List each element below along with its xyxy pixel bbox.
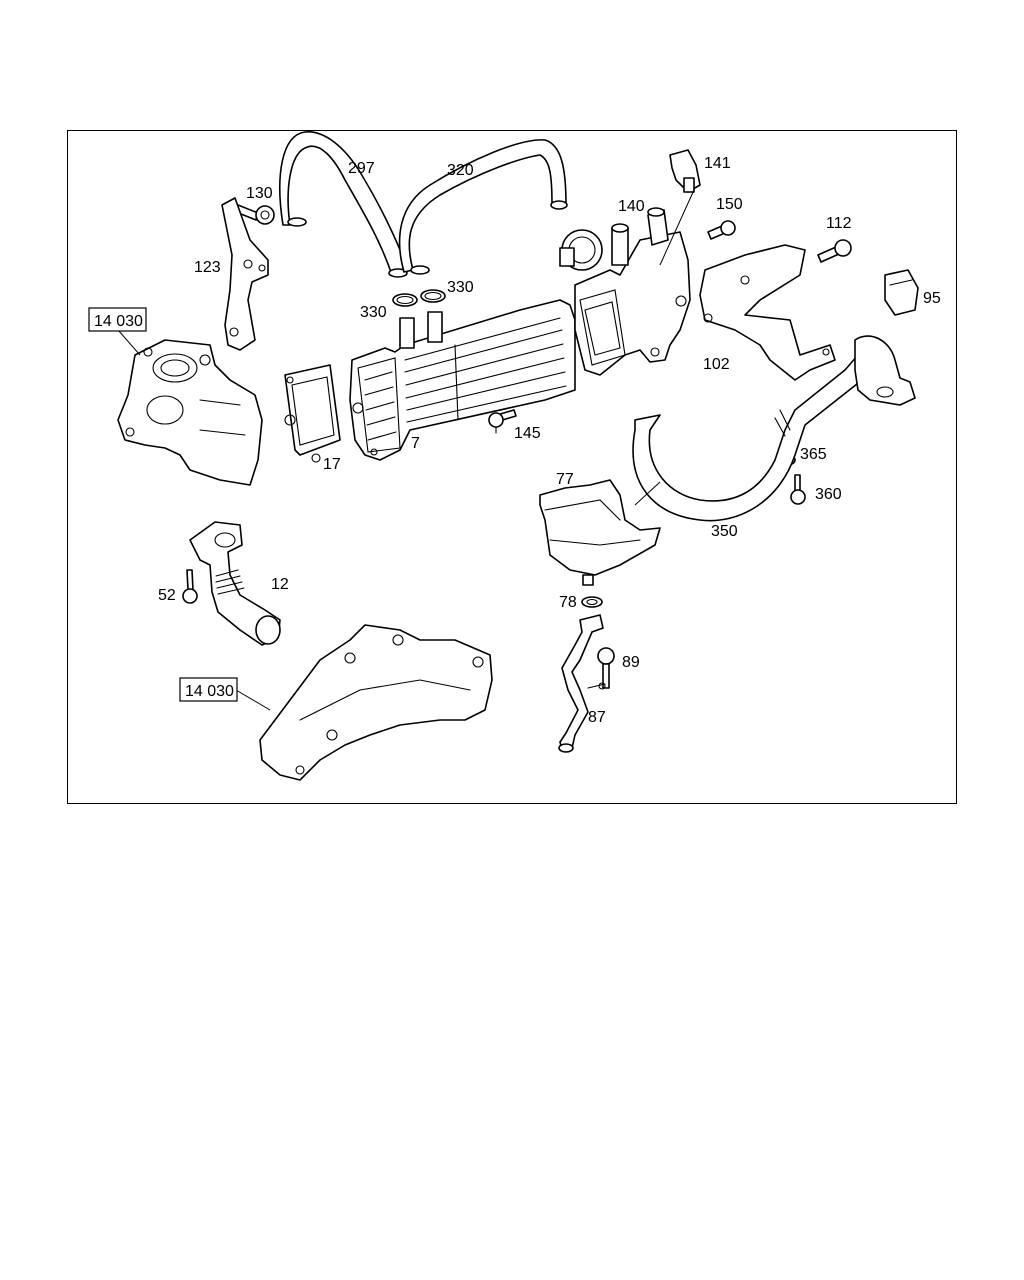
label-297: 297 <box>348 160 375 177</box>
label-140: 140 <box>618 198 645 215</box>
label-7: 7 <box>411 435 420 452</box>
label-350: 350 <box>711 523 738 540</box>
label-141: 141 <box>704 155 731 172</box>
ref-box-bottom-label: 14 030 <box>185 683 234 700</box>
line-87 <box>558 614 606 753</box>
label-12: 12 <box>271 576 289 593</box>
hose-297 <box>279 131 409 278</box>
ref-box-top-label: 14 030 <box>94 313 143 330</box>
egr-cooler-7 <box>349 299 576 461</box>
bolt-130 <box>235 204 275 225</box>
label-150: 150 <box>716 196 743 213</box>
clamp-330-left <box>392 293 418 307</box>
label-365: 365 <box>800 446 827 463</box>
label-123: 123 <box>194 259 221 276</box>
egr-valve-140 <box>559 207 691 376</box>
label-77: 77 <box>556 471 574 488</box>
bolt-145 <box>488 409 517 434</box>
bolt-89 <box>597 647 615 689</box>
hose-320 <box>398 139 568 275</box>
ref-box-bottom: 14 030 <box>179 677 238 702</box>
ref-box-top: 14 030 <box>88 307 147 332</box>
label-102: 102 <box>703 356 730 373</box>
label-145: 145 <box>514 425 541 442</box>
bolt-150 <box>707 220 736 240</box>
bolt-360 <box>790 474 806 505</box>
sensor-141 <box>659 149 701 266</box>
label-320: 320 <box>447 162 474 179</box>
leader-lines <box>117 329 661 711</box>
label-87: 87 <box>588 709 606 726</box>
label-78: 78 <box>559 594 577 611</box>
label-330-left: 330 <box>360 304 387 321</box>
bolt-112 <box>817 239 852 263</box>
pipe-12 <box>189 521 281 646</box>
label-52: 52 <box>158 587 176 604</box>
label-89: 89 <box>622 654 640 671</box>
bracket-123 <box>221 197 269 351</box>
seal-78 <box>581 596 603 608</box>
pipe-350 <box>632 335 916 522</box>
heat-shield-77 <box>539 479 661 586</box>
label-95: 95 <box>923 290 941 307</box>
label-130: 130 <box>246 185 273 202</box>
bracket-102 <box>699 244 836 381</box>
bolt-52 <box>182 569 198 604</box>
clamp-330-right <box>420 289 446 303</box>
label-17: 17 <box>323 456 341 473</box>
label-360: 360 <box>815 486 842 503</box>
exhaust-manifold-14030 <box>259 624 493 781</box>
gasket-17 <box>284 364 341 463</box>
label-330-right: 330 <box>447 279 474 296</box>
exhaust-elbow-14030 <box>117 339 263 486</box>
clip-95 <box>884 269 919 316</box>
label-112: 112 <box>826 215 852 232</box>
